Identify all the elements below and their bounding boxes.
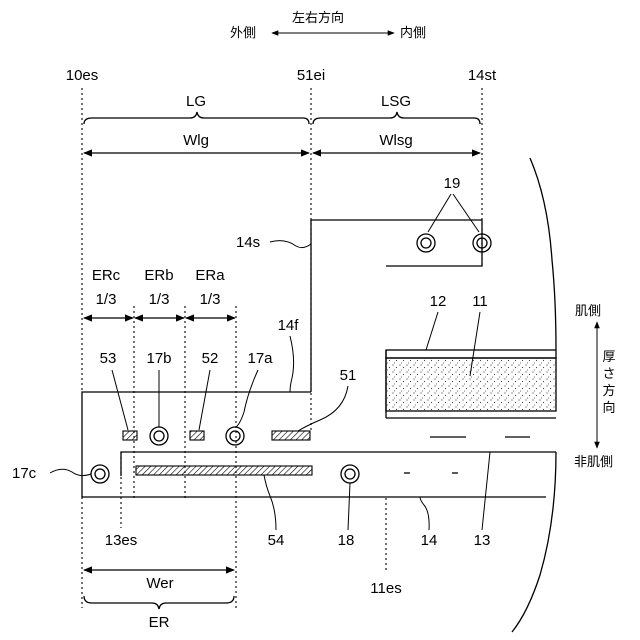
part-18-leader [348,483,350,530]
part-17c-leader [50,469,91,475]
part-14s-label: 14s [236,234,260,251]
non-skin-side-label: 非肌側 [574,455,613,470]
thickness-char-4: 向 [602,400,615,416]
body-curve-upper [530,158,556,350]
skin-side-label: 肌側 [575,304,601,319]
elastic-17c-outer [91,465,109,483]
part-51-label: 51 [340,367,357,384]
erc-third-label: 1/3 [96,291,117,308]
thickness-char-2: さ [602,367,615,382]
part-17a-leader [236,370,258,427]
part-19-leader-b [453,194,479,232]
wlg-label: Wlg [183,132,209,149]
part-19-label: 19 [444,175,461,192]
part-14s-leader [270,241,311,248]
part-12-leader [426,312,438,350]
part-14-leader [420,497,429,530]
part-17c-label: 17c [12,465,37,482]
outer-side-label: 外側 [230,26,256,41]
elastic-17c-inner [95,469,105,479]
part-52-label: 52 [202,350,219,367]
elastic-18-inner [345,469,355,479]
part-18-label: 18 [338,532,355,549]
thickness-direction-indicator: 肌側 厚 さ 方 向 非肌側 [574,304,616,470]
body-curve-lower [512,452,556,632]
part-17a-label: 17a [247,350,273,367]
part-11es-label: 11es [370,580,401,597]
elastic-18-outer [341,465,359,483]
wlsg-label: Wlsg [379,132,412,149]
era-label: ERa [195,267,225,284]
er-label: ER [149,614,170,631]
elastic-17a-inner [230,431,240,441]
bond-52 [190,431,204,440]
bond-53 [123,431,137,440]
erc-label: ERc [92,267,121,284]
part-51-leader [298,386,348,431]
bond-51 [272,431,310,440]
lg-label: LG [186,93,206,110]
erb-third-label: 1/3 [149,291,170,308]
lr-direction-title: 左右方向 [292,10,344,26]
ref-14st-label: 14st [468,67,497,84]
part-13-leader [482,452,490,530]
ref-10es-label: 10es [66,67,99,84]
thickness-char-3: 方 [602,383,615,399]
part-53-label: 53 [100,350,117,367]
elastic-17b-inner [154,431,164,441]
part-12-label: 12 [430,293,447,310]
wer-label: Wer [146,575,173,592]
lsg-brace [313,112,480,124]
part-52-leader [199,370,210,430]
part-53-leader [112,370,128,430]
part-13-label: 13 [474,532,491,549]
thickness-char-1: 厚 [602,350,615,365]
inner-side-label: 内側 [400,25,426,41]
lg-brace [84,112,309,124]
lsg-label: LSG [381,93,411,110]
er-brace [84,596,234,609]
elastic-17a-outer [226,427,244,445]
part-14f-leader [290,336,294,392]
absorbent-body-11 [386,358,556,411]
elastic-19a-inner [421,238,431,248]
erb-label: ERb [144,267,173,284]
part-11-label: 11 [472,293,488,310]
elastic-17b-outer [150,427,168,445]
top-sheet-12 [386,350,556,358]
part-13es-label: 13es [105,532,138,549]
part-17b-label: 17b [146,350,171,367]
part-14f-label: 14f [278,317,300,334]
lr-direction-indicator: 左右方向 外側 内側 [230,10,426,41]
part-19-leader-a [428,194,451,232]
elastic-19a-outer [417,234,435,252]
era-third-label: 1/3 [200,291,221,308]
part-14-label: 14 [421,532,438,549]
bond-54 [136,466,312,475]
ref-51ei-label: 51ei [297,67,325,84]
part-54-label: 54 [268,532,285,549]
part-54-leader [264,475,276,530]
